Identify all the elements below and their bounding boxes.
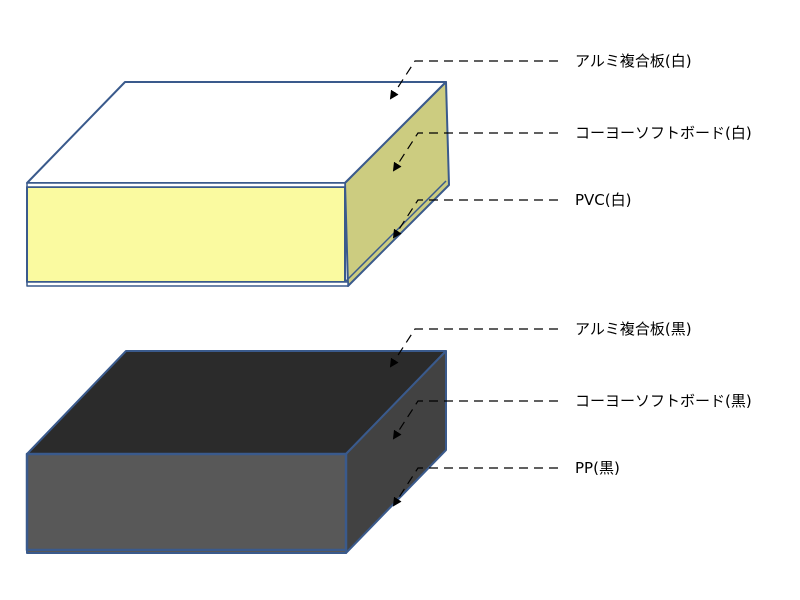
- black-panel: [25, 350, 447, 554]
- leader-black-top: [389, 328, 558, 368]
- black-panel-bottom-sheet: [26, 549, 347, 554]
- label-white-pvc: PVC(白): [575, 191, 632, 209]
- label-black-aluminum-composite: アルミ複合板(黒): [575, 320, 692, 338]
- label-black-pp: PP(黒): [575, 459, 620, 477]
- leader-white-core: [392, 132, 558, 172]
- leader-lines: [389, 60, 558, 507]
- leader-black-bottom: [392, 467, 558, 507]
- label-white-aluminum-composite: アルミ複合板(白): [575, 52, 692, 70]
- leader-black-core: [392, 400, 558, 440]
- label-black-softboard: コーヨーソフトボード(黒): [575, 392, 752, 410]
- white-panel-bottom-sheet: [26, 281, 349, 287]
- white-panel-front-face: [26, 186, 346, 283]
- white-panel: [26, 81, 450, 287]
- label-white-softboard: コーヨーソフトボード(白): [575, 124, 752, 142]
- leader-white-bottom: [392, 199, 558, 239]
- white-panel-top-sheet: [26, 182, 346, 188]
- leader-white-top: [389, 60, 558, 100]
- black-panel-front-face: [25, 452, 348, 552]
